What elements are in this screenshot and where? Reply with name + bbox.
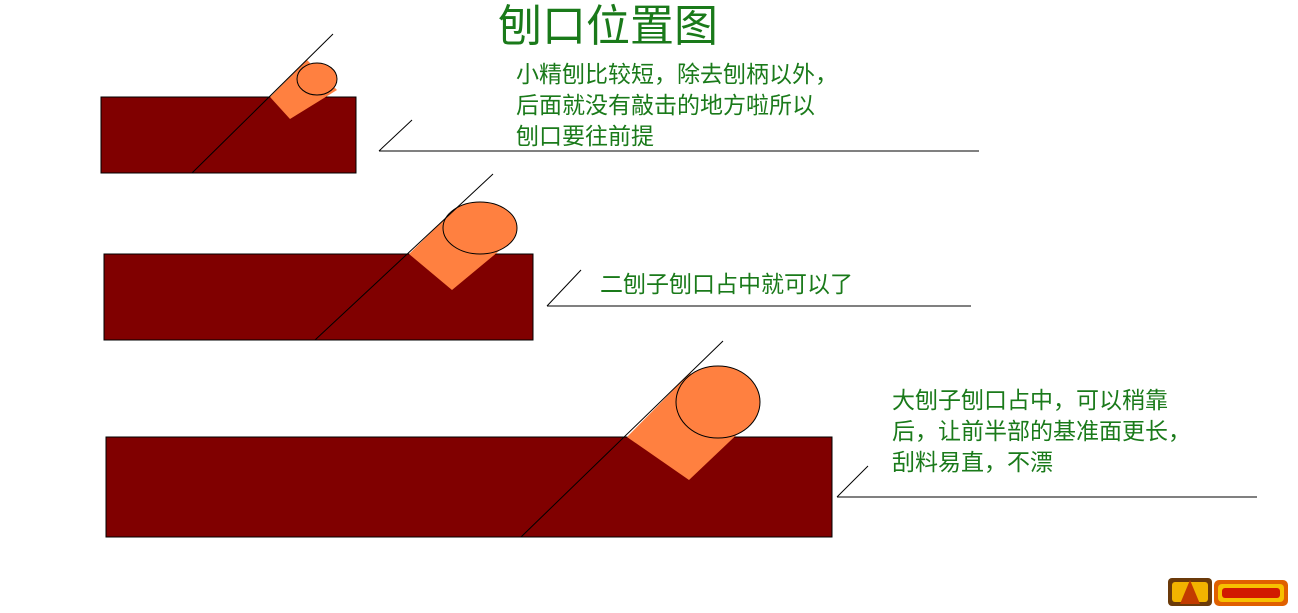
small-plane-note-line: 后面就没有敲击的地方啦所以 <box>516 93 815 119</box>
small-plane-body <box>100 96 357 174</box>
small-plane-note-line: 小精刨比较短，除去刨柄以外， <box>516 62 838 88</box>
large-plane-note: 大刨子刨口占中，可以稍靠 后，让前半部的基准面更长， 刮料易直，不漂 <box>892 386 1191 479</box>
large-plane-note-line: 大刨子刨口占中，可以稍靠 <box>892 388 1168 414</box>
small-plane-wedge <box>296 62 338 96</box>
small-plane <box>100 33 979 174</box>
large-plane-pointer <box>836 465 869 498</box>
small-plane-note: 小精刨比较短，除去刨柄以外， 后面就没有敲击的地方啦所以 刨口要往前提 <box>516 60 838 153</box>
small-plane-note-line: 刨口要往前提 <box>516 124 654 150</box>
large-plane-wedge <box>675 365 761 439</box>
diagram-title: 刨口位置图 <box>498 1 718 52</box>
medium-plane-note: 二刨子刨口占中就可以了 <box>600 270 853 301</box>
medium-plane-pointer <box>546 269 582 307</box>
large-plane <box>105 340 1257 538</box>
large-plane-cut-line <box>520 340 724 538</box>
large-plane-body <box>105 436 833 538</box>
large-plane-note-line: 后，让前半部的基准面更长， <box>892 419 1191 445</box>
medium-plane-note-line: 二刨子刨口占中就可以了 <box>600 272 853 298</box>
woodworking-logo <box>1168 578 1288 606</box>
medium-plane-wedge <box>442 201 518 255</box>
medium-plane <box>103 173 971 341</box>
small-plane-pointer <box>378 119 413 152</box>
medium-plane-cut-line <box>314 173 494 341</box>
large-plane-note-line: 刮料易直，不漂 <box>892 450 1053 476</box>
small-plane-cut-line <box>191 33 334 174</box>
